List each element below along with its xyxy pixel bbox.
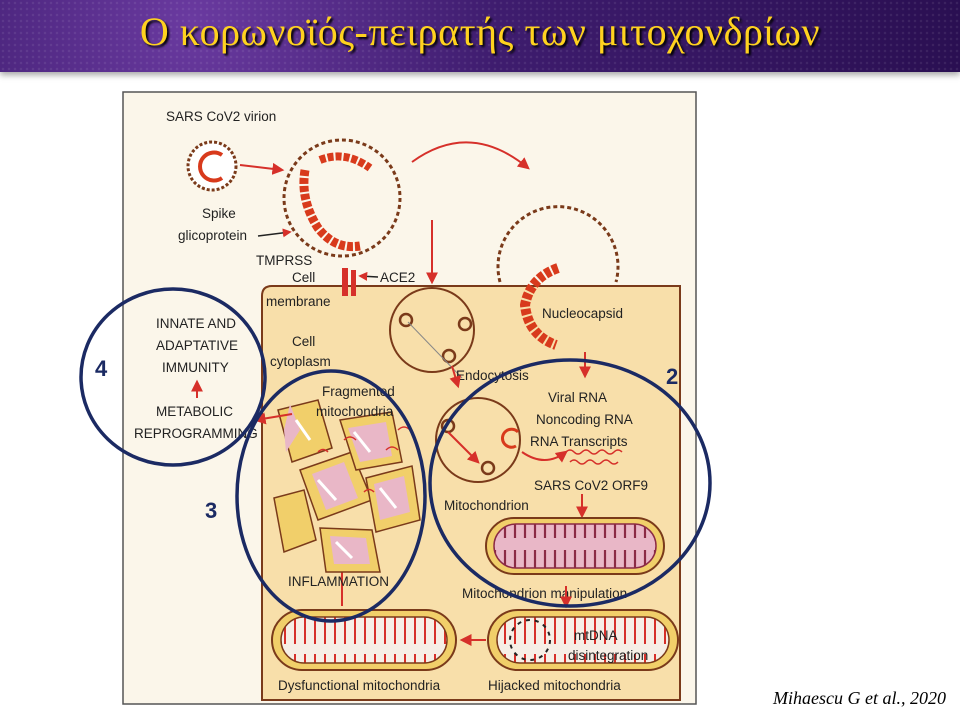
arrow-virion-to-large	[239, 162, 285, 175]
arrow-to-budding-virus	[411, 141, 530, 170]
label-rna-transcripts: RNA Transcripts	[530, 434, 628, 449]
title-bar	[0, 0, 960, 72]
label-ace2: ACE2	[380, 270, 415, 285]
label-membrane: membrane	[266, 294, 331, 309]
highlight-circle-3	[235, 369, 427, 623]
mitochondrion-dysfunctional	[271, 609, 457, 671]
virion-budding	[496, 205, 620, 350]
label-glicoprotein: glicoprotein	[178, 228, 247, 243]
rna-squiggle-1	[565, 449, 623, 455]
cell-body	[261, 285, 681, 701]
virion-large	[282, 138, 402, 258]
label-viral-rna: Viral RNA	[548, 390, 607, 405]
highlight-circle-4	[79, 287, 267, 467]
label-orf9: SARS CoV2 ORF9	[534, 478, 648, 493]
label-hijacked: Hijacked mitochondria	[488, 678, 621, 693]
slide-title: Ο κορωνοϊός-πειρατής των μιτοχονδρίων	[139, 9, 821, 54]
label-cell: Cell	[292, 270, 315, 285]
label-innate: INNATE AND	[156, 316, 236, 331]
label-nucleocapsid: Nucleocapsid	[542, 306, 623, 321]
label-noncoding-rna: Noncoding RNA	[536, 412, 633, 427]
label-inflammation: INFLAMMATION	[288, 574, 389, 589]
mitochondrion-pink	[485, 517, 665, 575]
marker-2: 2	[666, 364, 678, 389]
label-virion: SARS CoV2 virion	[166, 109, 276, 124]
label-dysfunctional: Dysfunctional mitochondria	[278, 678, 441, 693]
label-immunity: IMMUNITY	[162, 360, 229, 375]
ace2-pointer	[358, 271, 379, 281]
label-metabolic: METABOLIC	[156, 404, 233, 419]
citation: Mihaescu G et al., 2020	[773, 688, 946, 708]
arrow-rna-release	[521, 450, 568, 463]
endosome-release	[435, 397, 521, 483]
virion-small	[186, 140, 238, 192]
label-mitochondrion: Mitochondrion	[444, 498, 529, 513]
receptor-ace2	[342, 268, 348, 296]
arrow-endocytosis	[449, 365, 461, 389]
rna-squiggle-2	[569, 459, 619, 465]
highlight-circle-2	[428, 358, 712, 608]
marker-4: 4	[95, 356, 108, 381]
label-cytoplasm: cytoplasm	[270, 354, 331, 369]
mitochondrion-hijacked	[487, 609, 679, 671]
marker-3: 3	[205, 498, 217, 523]
spike-pointer	[257, 228, 292, 238]
label-fragmented-mito: mitochondria	[316, 404, 394, 419]
receptor-tmprss	[351, 270, 356, 296]
label-disintegration: disintegration	[568, 648, 648, 663]
label-adaptative: ADAPTATIVE	[156, 338, 238, 353]
label-mtdna: mtDNA	[574, 628, 618, 643]
fragmented-mitochondria	[273, 399, 421, 573]
label-manipulation: Mitochondrion manipulation	[462, 586, 627, 601]
arrow-fragmented-to-metabolic	[253, 412, 293, 425]
label-spike: Spike	[202, 206, 236, 221]
label-tmprss: TMPRSS	[256, 253, 312, 268]
label-reprogramming: REPROGRAMMING	[134, 426, 258, 441]
label-cytoplasm-cell: Cell	[292, 334, 315, 349]
